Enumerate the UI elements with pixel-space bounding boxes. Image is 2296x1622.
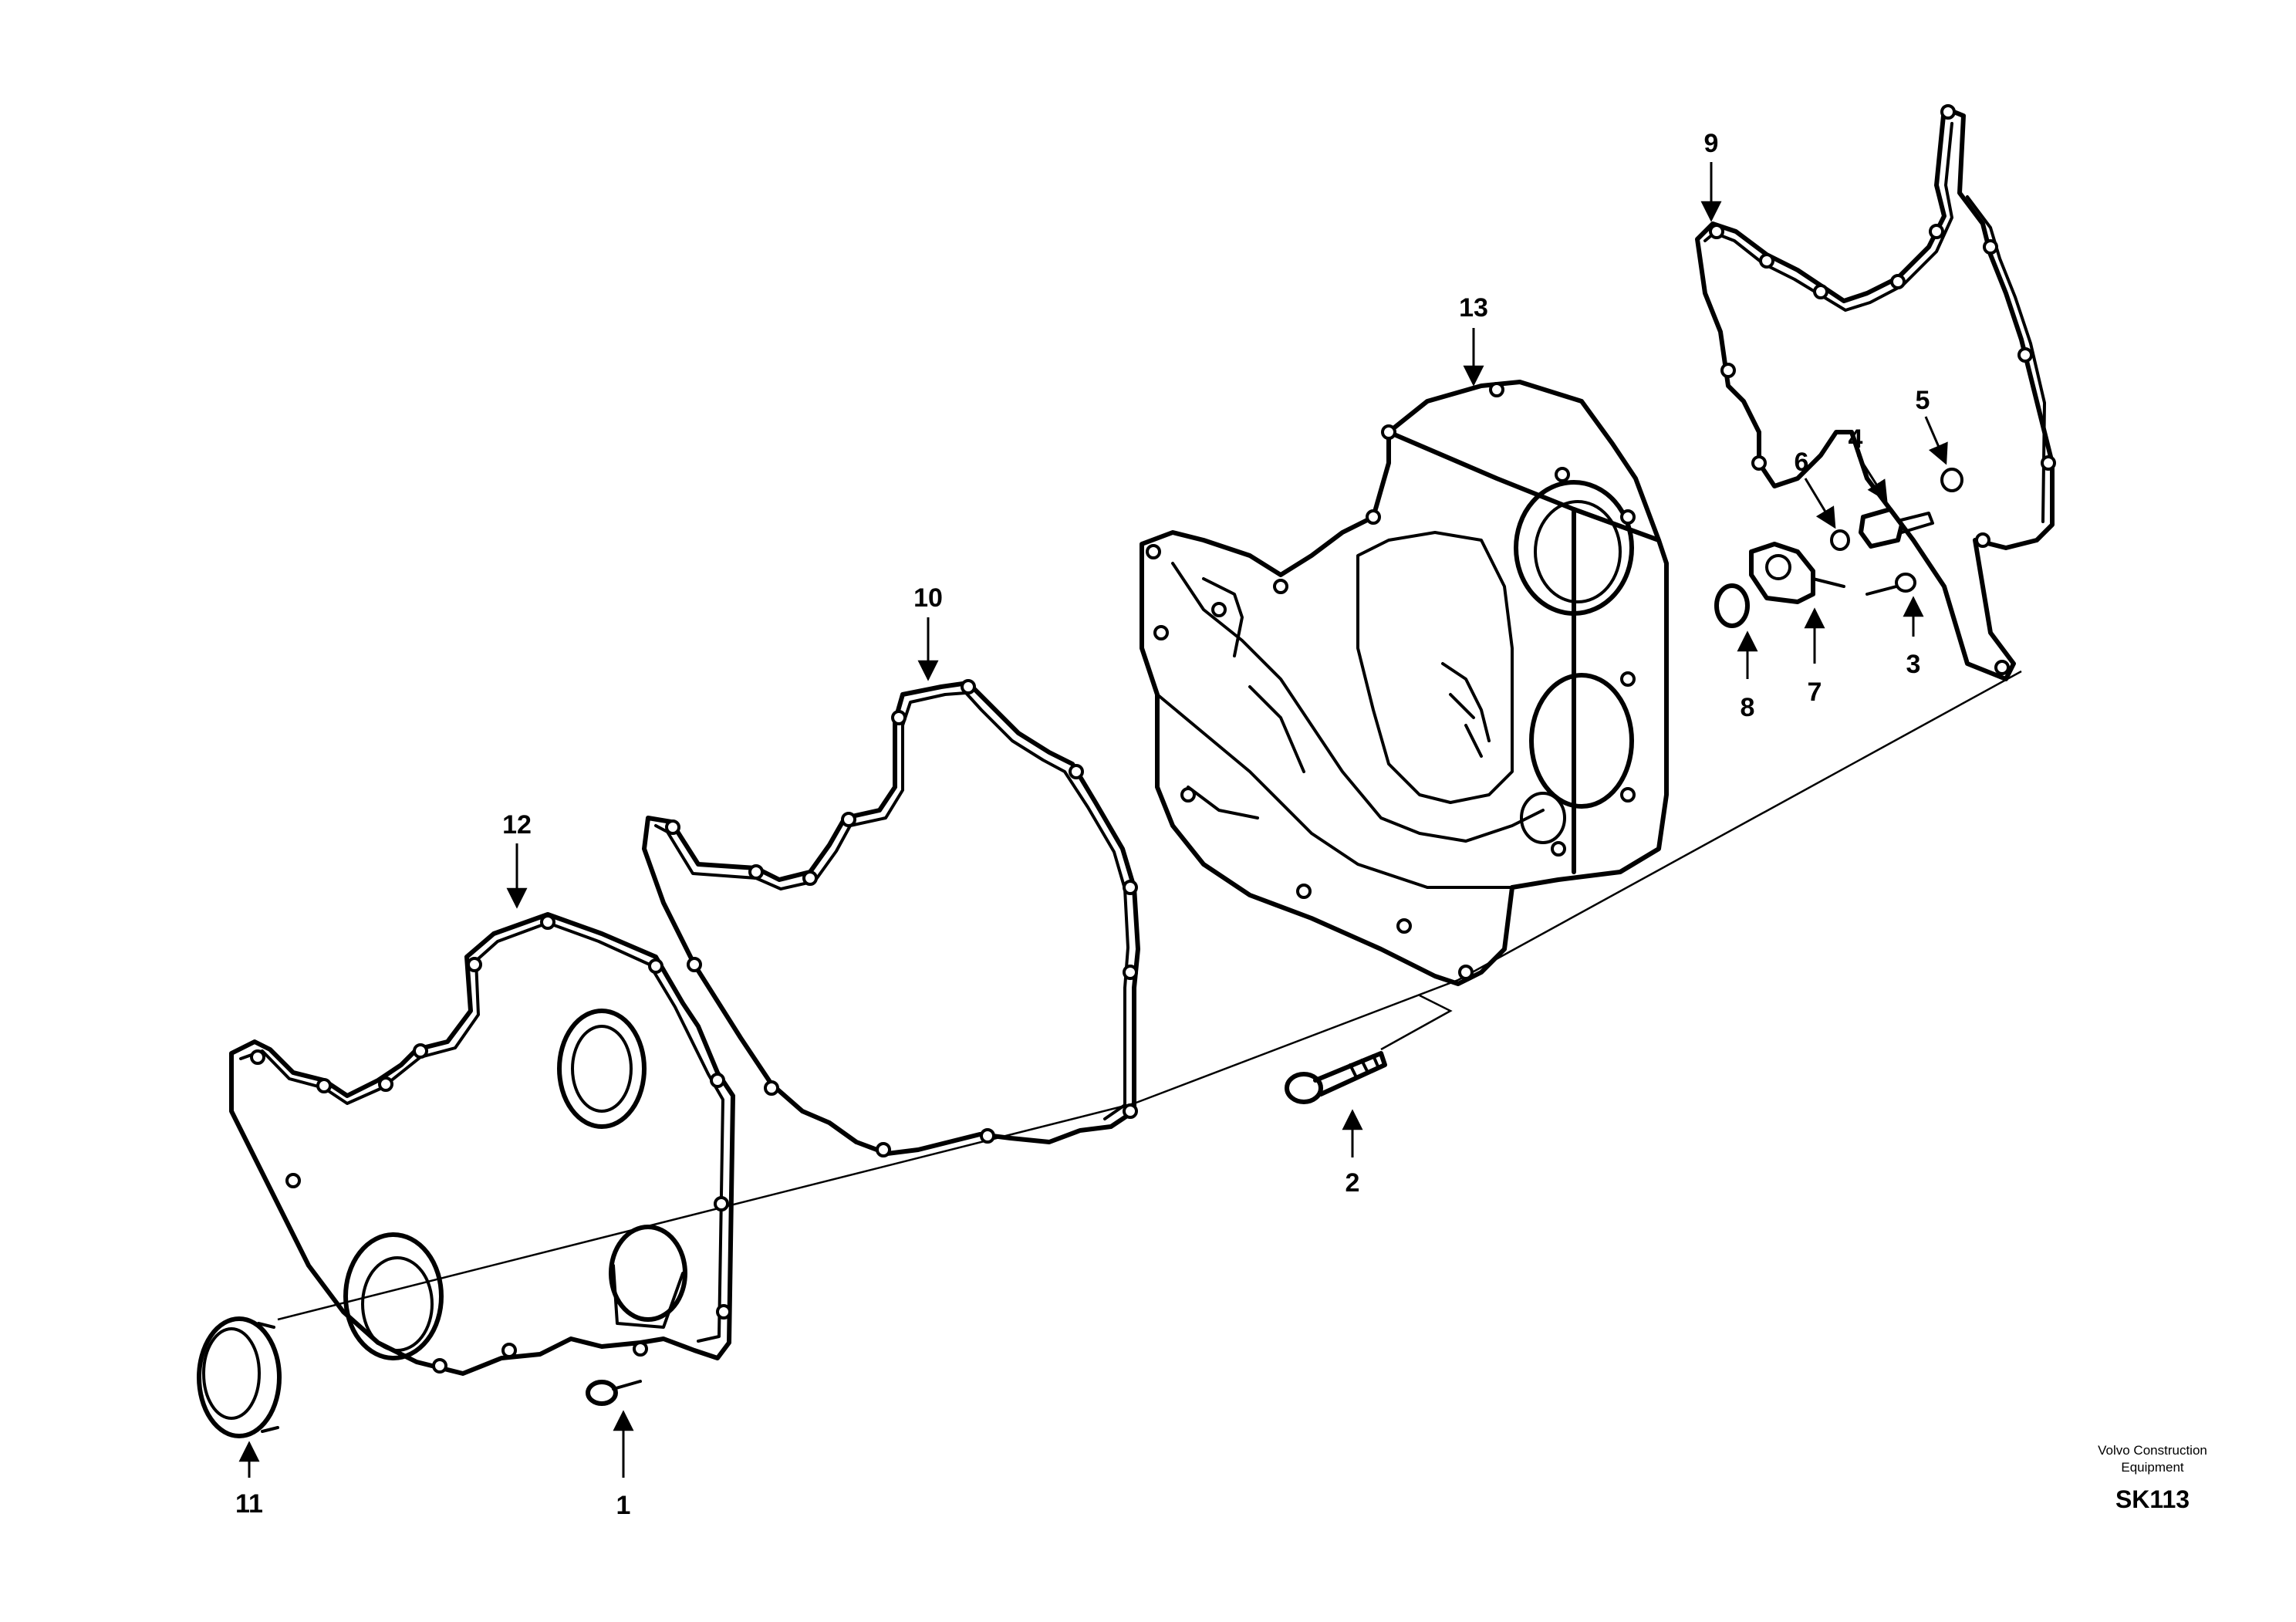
callout-9: 9 xyxy=(1704,129,1719,158)
spring-5 xyxy=(1940,468,1963,492)
leader-5 xyxy=(1924,416,1948,465)
callout-6: 6 xyxy=(1795,448,1809,477)
plunger-4 xyxy=(1859,507,1934,549)
callout-2: 2 xyxy=(1346,1168,1360,1198)
bolt-3 xyxy=(1866,573,1916,596)
oil-seal-11 xyxy=(197,1316,282,1438)
front-gear-cover xyxy=(229,912,735,1376)
leader-6 xyxy=(1804,478,1836,529)
callout-10: 10 xyxy=(913,583,943,613)
drawing-footer: Volvo Construction Equipment SK113 xyxy=(2060,1442,2245,1514)
drawing-code: SK113 xyxy=(2115,1485,2190,1513)
gear-housing xyxy=(1140,380,1669,986)
company-name-line1: Volvo Construction xyxy=(2098,1443,2207,1458)
leader-4 xyxy=(1856,454,1888,502)
callout-13: 13 xyxy=(1459,293,1488,323)
bolt-1 xyxy=(586,1380,642,1406)
callout-8: 8 xyxy=(1741,693,1755,722)
o-ring-8 xyxy=(1714,583,1750,628)
housing-7 xyxy=(1749,542,1845,604)
callout-7: 7 xyxy=(1808,678,1822,707)
company-name-line2: Equipment xyxy=(2121,1460,2184,1475)
callout-1: 1 xyxy=(616,1491,631,1520)
callout-4: 4 xyxy=(1849,424,1863,454)
callout-3: 3 xyxy=(1906,650,1921,679)
rear-gasket xyxy=(1695,104,2056,681)
assembly-axis xyxy=(277,670,2022,1321)
bolt-2 xyxy=(1285,1051,1387,1104)
callout-12: 12 xyxy=(502,810,532,840)
gear-cover-gasket xyxy=(642,679,1140,1157)
callout-5: 5 xyxy=(1916,386,1930,415)
callout-11: 11 xyxy=(235,1489,263,1519)
o-ring-6 xyxy=(1830,529,1850,551)
